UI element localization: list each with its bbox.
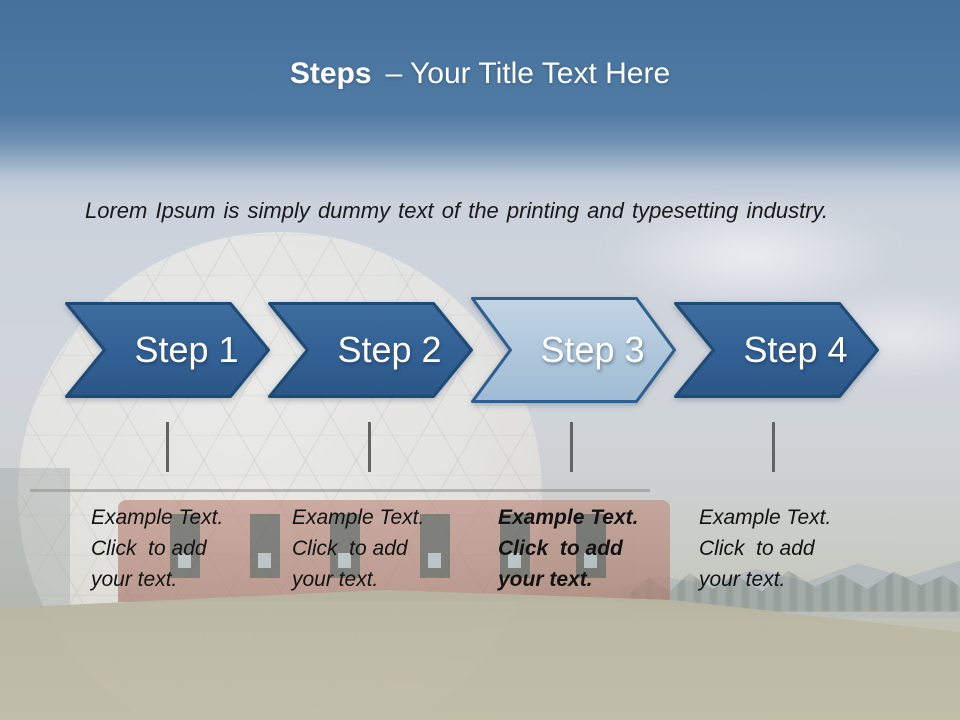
step-chevron-3: Step 3 — [471, 297, 676, 403]
step-chevron-1: Step 1 — [65, 302, 270, 398]
step-caption-4: Example Text. Click to add your text. — [699, 506, 832, 591]
doorway-image — [170, 514, 200, 578]
doorway-image — [500, 514, 530, 578]
slide-title: Steps – Your Title Text Here — [0, 56, 960, 92]
chevron-shape — [674, 302, 879, 398]
doorway-image — [420, 514, 450, 578]
connector-tick-1 — [166, 422, 169, 472]
slide-title-rest: – Your Title Text Here — [385, 57, 671, 90]
step-label: Step 2 — [337, 329, 442, 370]
slide-title-emphasis: Steps — [289, 57, 372, 90]
step-caption-1: Example Text. Click to add your text. — [91, 506, 224, 591]
connector-tick-3 — [570, 422, 573, 472]
doorway-image — [330, 514, 360, 578]
step-chevron-4: Step 4 — [674, 302, 879, 398]
step-caption-3: Example Text. Click to add your text. — [498, 506, 639, 591]
doorway-image — [576, 514, 606, 578]
step-label: Step 3 — [540, 329, 645, 370]
connector-tick-2 — [368, 422, 371, 472]
connector-tick-4 — [772, 422, 775, 472]
cloud-image — [600, 200, 900, 310]
railing-image — [30, 489, 650, 492]
step-label: Step 4 — [743, 329, 848, 370]
step-label: Step 1 — [134, 329, 239, 370]
intro-text: Lorem Ipsum is simply dummy text of the … — [85, 198, 829, 223]
chevron-shape — [65, 302, 270, 398]
brick-building-image — [118, 500, 670, 602]
doorway-image — [250, 514, 280, 578]
chevron-shape — [471, 297, 676, 403]
header-band — [0, 0, 960, 205]
step-caption-2: Example Text. Click to add your text. — [292, 506, 425, 591]
chevron-shape — [268, 302, 473, 398]
step-chevron-2: Step 2 — [268, 302, 473, 398]
